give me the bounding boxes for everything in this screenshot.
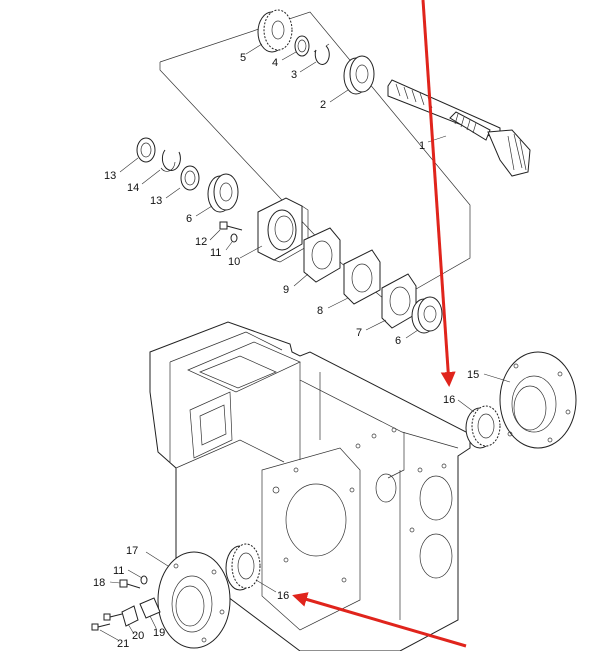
part-5-gear (257, 9, 293, 53)
part-11-washer-upper (230, 233, 238, 243)
part-19-plate (139, 597, 161, 619)
label-2: 2 (320, 99, 326, 111)
label-4: 4 (272, 57, 278, 69)
label-5: 5 (240, 52, 246, 64)
label-19: 19 (153, 627, 165, 639)
label-8: 8 (317, 305, 323, 317)
label-1: 1 (419, 140, 425, 152)
part-16-gear-ring-left (225, 543, 261, 591)
part-2-bearing (343, 55, 375, 95)
label-7: 7 (356, 327, 362, 339)
label-16-left: 16 (277, 590, 289, 602)
label-18: 18 (93, 577, 105, 589)
label-11-lower: 11 (113, 565, 124, 577)
part-3-circlip (313, 43, 330, 65)
part-18-bolt (119, 579, 141, 589)
label-20: 20 (132, 630, 144, 642)
part-13-seal-upper (136, 137, 156, 163)
part-14-circlip (160, 149, 181, 172)
part-17-flange (157, 551, 231, 649)
label-12: 12 (195, 236, 207, 248)
label-3: 3 (291, 69, 297, 81)
part-6-bearing-upper (207, 173, 239, 213)
label-13-upper: 13 (104, 170, 116, 182)
part-6-bearing-lower (411, 296, 443, 334)
part-13-seal-lower (180, 165, 200, 191)
part-9-shim (303, 227, 341, 283)
part-10-bearing-housing (257, 197, 309, 263)
label-21: 21 (117, 638, 129, 650)
part-11-washer-lower (140, 575, 148, 585)
label-9: 9 (283, 284, 289, 296)
label-10: 10 (228, 256, 240, 268)
label-15: 15 (467, 369, 479, 381)
part-8-shim (343, 249, 381, 305)
part-21-bolts (91, 613, 123, 631)
part-20-lock-tab (121, 605, 139, 627)
callout-labels: 5 4 3 2 1 13 14 13 6 12 11 10 9 8 7 6 15… (93, 52, 479, 650)
label-14: 14 (127, 182, 139, 194)
label-16-right: 16 (443, 394, 455, 406)
red-arrow-top (421, 0, 456, 387)
part-15-flange (499, 351, 577, 449)
label-11-upper: 11 (210, 247, 221, 259)
red-arrows (292, 0, 467, 648)
part-16-gear-ring-right (465, 405, 501, 449)
label-6-lower: 6 (395, 335, 401, 347)
label-6-upper: 6 (186, 213, 192, 225)
label-17: 17 (126, 545, 138, 557)
part-12-bolt (219, 221, 243, 231)
part-1-pinion-shaft (387, 79, 531, 177)
part-7-shim (381, 273, 417, 329)
leader-lines (99, 43, 511, 641)
label-13-lower: 13 (150, 195, 162, 207)
part-4-snap-ring (294, 35, 310, 57)
red-arrow-bottom (292, 592, 467, 648)
